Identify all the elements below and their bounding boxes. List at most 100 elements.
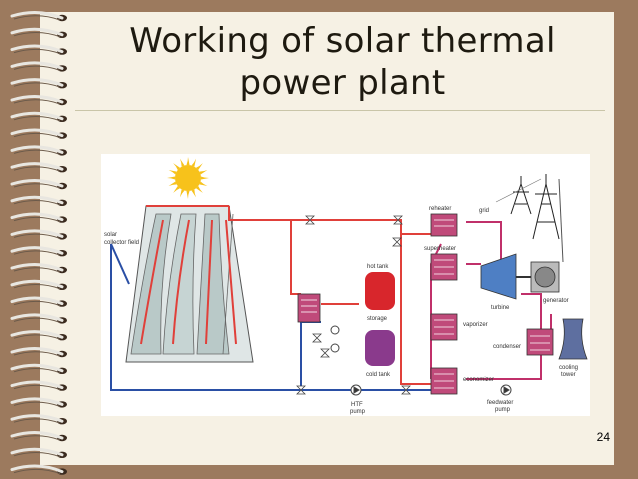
binder-ring-shadow [13, 401, 61, 407]
binder-ring [10, 313, 64, 322]
hot-tank [365, 272, 395, 310]
binder-ring [10, 296, 64, 306]
label-solar: solar [104, 232, 117, 238]
binder-ring [10, 431, 64, 440]
label-htf-pump: pump [350, 409, 366, 415]
label-generator: generator [543, 298, 569, 304]
sun-ray [191, 158, 197, 167]
diagram-canvas: solar collector field [104, 157, 588, 415]
label-cooling: cooling [559, 365, 578, 371]
label-cold-tank: cold tank [366, 372, 391, 378]
binder-ring-shadow [13, 351, 61, 357]
binder-ring [10, 246, 64, 255]
binder-ring-shadow [13, 149, 61, 155]
binder-ring [10, 414, 64, 423]
binder-ring [10, 27, 64, 37]
binder-ring [10, 11, 64, 20]
sun-ray [196, 186, 203, 193]
binder-ring [10, 263, 64, 272]
binder-ring [10, 44, 64, 54]
sun-ray [168, 169, 177, 175]
sun-ray [173, 186, 180, 193]
binder-ring [10, 61, 64, 70]
binder-ring-shadow [13, 250, 61, 256]
cooling-tower [558, 318, 588, 360]
binder-ring-shadow [13, 267, 61, 273]
binder-ring-shadow [13, 183, 61, 189]
binder-ring-shadow [13, 32, 61, 38]
binder-ring-shadow [13, 300, 61, 307]
sun-ray [191, 189, 197, 198]
binder-ring-shadow [13, 15, 61, 21]
spiral-binding [10, 11, 67, 475]
label-turbine: turbine [491, 305, 510, 311]
label-htf: HTF [351, 402, 363, 408]
sun-ray [168, 181, 177, 187]
valve-icons [296, 215, 411, 395]
binder-ring-shadow [13, 200, 61, 206]
sun-ray [173, 163, 180, 170]
binder-ring [10, 111, 64, 121]
binder-ring-shadow [13, 452, 61, 458]
slide-title: Working of solar thermal power plant [75, 20, 610, 104]
binder-ring [10, 464, 64, 474]
solar-thermal-plant-diagram: solar collector field [101, 154, 590, 416]
title-line-2: power plant [239, 63, 446, 103]
label-hot-tank: hot tank [367, 264, 389, 270]
binder-ring-shadow [13, 166, 61, 172]
binder-ring [10, 162, 64, 171]
binder-ring-shadow [13, 99, 61, 105]
label-grid: grid [479, 208, 489, 214]
generator [516, 261, 560, 293]
binder-ring [10, 212, 64, 222]
label-reheater: reheater [429, 206, 451, 212]
hot-htf-pipes [228, 206, 431, 385]
binder-ring [10, 279, 64, 289]
storage-exchanger [297, 293, 321, 323]
binder-ring-shadow [13, 132, 61, 139]
label-tower: tower [561, 372, 576, 378]
page-number: 24 [596, 430, 610, 444]
sun-ray [167, 176, 176, 180]
cold-tank [365, 330, 395, 366]
binder-ring-shadow [13, 334, 61, 340]
pump-icons [330, 325, 512, 396]
binder-ring [10, 128, 64, 138]
binder-ring [10, 397, 64, 406]
title-line-1: Working of solar thermal [129, 21, 556, 61]
heat-exchanger-stack [430, 213, 458, 395]
label-feedwater-pump: pump [495, 407, 511, 413]
power-grid-icon [495, 174, 564, 263]
binder-ring [10, 330, 64, 339]
title-divider [75, 110, 605, 111]
binder-ring-shadow [13, 284, 61, 290]
label-superheater: superheater [424, 246, 456, 252]
sun-ray [200, 176, 209, 180]
binder-ring-shadow [13, 116, 61, 122]
sun-ray [179, 189, 185, 198]
binder-ring-shadow [13, 216, 61, 223]
sun-ray [186, 190, 190, 199]
sun-icon [167, 157, 209, 199]
binder-ring [10, 347, 64, 356]
binder-ring-shadow [13, 384, 61, 391]
binder-ring-shadow [13, 418, 61, 424]
label-vaporizer: vaporizer [463, 322, 488, 328]
binder-ring-shadow [13, 435, 61, 441]
binder-ring-shadow [13, 368, 61, 374]
binder-ring [10, 78, 64, 87]
condenser [526, 328, 554, 356]
binder-ring-shadow [13, 468, 61, 475]
binder-ring [10, 179, 64, 188]
label-collector-field: collector field [104, 240, 139, 246]
binder-ring-shadow [13, 48, 61, 55]
label-feedwater: feedwater [487, 400, 513, 406]
label-economizer: economizer [463, 377, 494, 383]
binder-ring [10, 380, 64, 390]
label-condenser: condenser [493, 344, 521, 350]
sun-ray [199, 169, 208, 175]
binder-ring-shadow [13, 82, 61, 88]
binder-ring-shadow [13, 233, 61, 239]
label-storage: storage [367, 316, 388, 322]
